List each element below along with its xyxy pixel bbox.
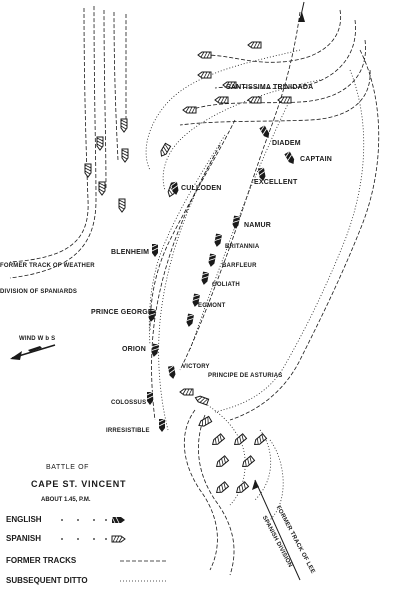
- english-track-2: [189, 99, 291, 351]
- spanish-curve-1: [145, 49, 301, 171]
- label-captain: CAPTAIN: [300, 156, 332, 163]
- spanish-curve-2: [162, 79, 321, 191]
- fleet-tracks: [9, 5, 380, 576]
- label-principe-de-asturias: PRINCIPE DE ASTURIAS: [208, 373, 283, 379]
- spanish-top-track-3: [189, 39, 366, 111]
- lee-direction-arrow: [252, 479, 301, 581]
- prince-george-track: [151, 144, 221, 421]
- spanish-lower-loop-5: [269, 439, 284, 521]
- legend-time: ABOUT 1.45, P.M.: [41, 497, 91, 503]
- english-ships: [146, 124, 297, 433]
- culloden-track: [149, 119, 236, 331]
- north-arrow: [298, 1, 305, 22]
- lee-inner-track: [214, 69, 365, 413]
- annotation-wind: WIND W b S: [19, 336, 56, 342]
- label-victory: VICTORY: [182, 364, 210, 370]
- legend-subsequent-label: SUBSEQUENT DITTO: [6, 576, 88, 585]
- weather-track-3: [103, 9, 107, 191]
- legend-spanish-sample: [61, 535, 126, 543]
- legend-title-line1: BATTLE OF: [46, 464, 89, 471]
- label-britannia: BRITANNIA: [225, 244, 260, 250]
- label-excellent: EXCELLENT: [254, 179, 298, 186]
- legend-title-line2: CAPE ST. VINCENT: [31, 479, 127, 489]
- lee-outer-track: [229, 49, 380, 421]
- orion-track: [158, 154, 216, 431]
- label-irresistible: IRRESISTIBLE: [106, 428, 150, 434]
- weather-track-4: [113, 11, 119, 161]
- label-barfleur: BARFLEUR: [222, 263, 257, 269]
- label-egmont: EGMONT: [198, 303, 226, 309]
- legend-english-sample: [61, 516, 126, 524]
- legend-former-label: FORMER TRACKS: [6, 556, 77, 565]
- annotation-division-spaniards: DIVISION OF SPANIARDS: [0, 289, 78, 295]
- label-colossus: COLOSSUS: [111, 400, 147, 406]
- label-diadem: DIADEM: [272, 140, 301, 147]
- legend-spanish-label: SPANISH: [6, 534, 41, 543]
- weather-track-1: [9, 7, 89, 263]
- spanish-top-track-4: [179, 69, 371, 126]
- annotation-former-track-weather: FORMER TRACK OF WEATHER: [0, 263, 95, 269]
- legend-samples: [61, 516, 168, 582]
- spanish-top-track-2: [214, 19, 356, 89]
- label-blenheim: BLENHEIM: [111, 249, 150, 256]
- label-namur: NAMUR: [244, 222, 272, 229]
- spanish-lower-loop-2: [183, 409, 218, 571]
- label-prince-george: PRINCE GEORGE: [91, 309, 153, 316]
- label-santissima-trinidada: SANTISSIMA TRINIDADA: [226, 84, 314, 91]
- legend-english-label: ENGLISH: [6, 515, 42, 524]
- spanish-lower-loop-3: [198, 414, 235, 576]
- label-orion: ORION: [122, 346, 146, 353]
- spanish-top-track-1: [204, 9, 342, 63]
- label-culloden: CULLODEN: [181, 185, 222, 192]
- wind-arrow: [10, 344, 56, 360]
- blenheim-track: [148, 134, 226, 346]
- english-track-1: [179, 11, 301, 371]
- weather-track-2: [9, 5, 97, 279]
- label-goliath: GOLIATH: [212, 282, 240, 288]
